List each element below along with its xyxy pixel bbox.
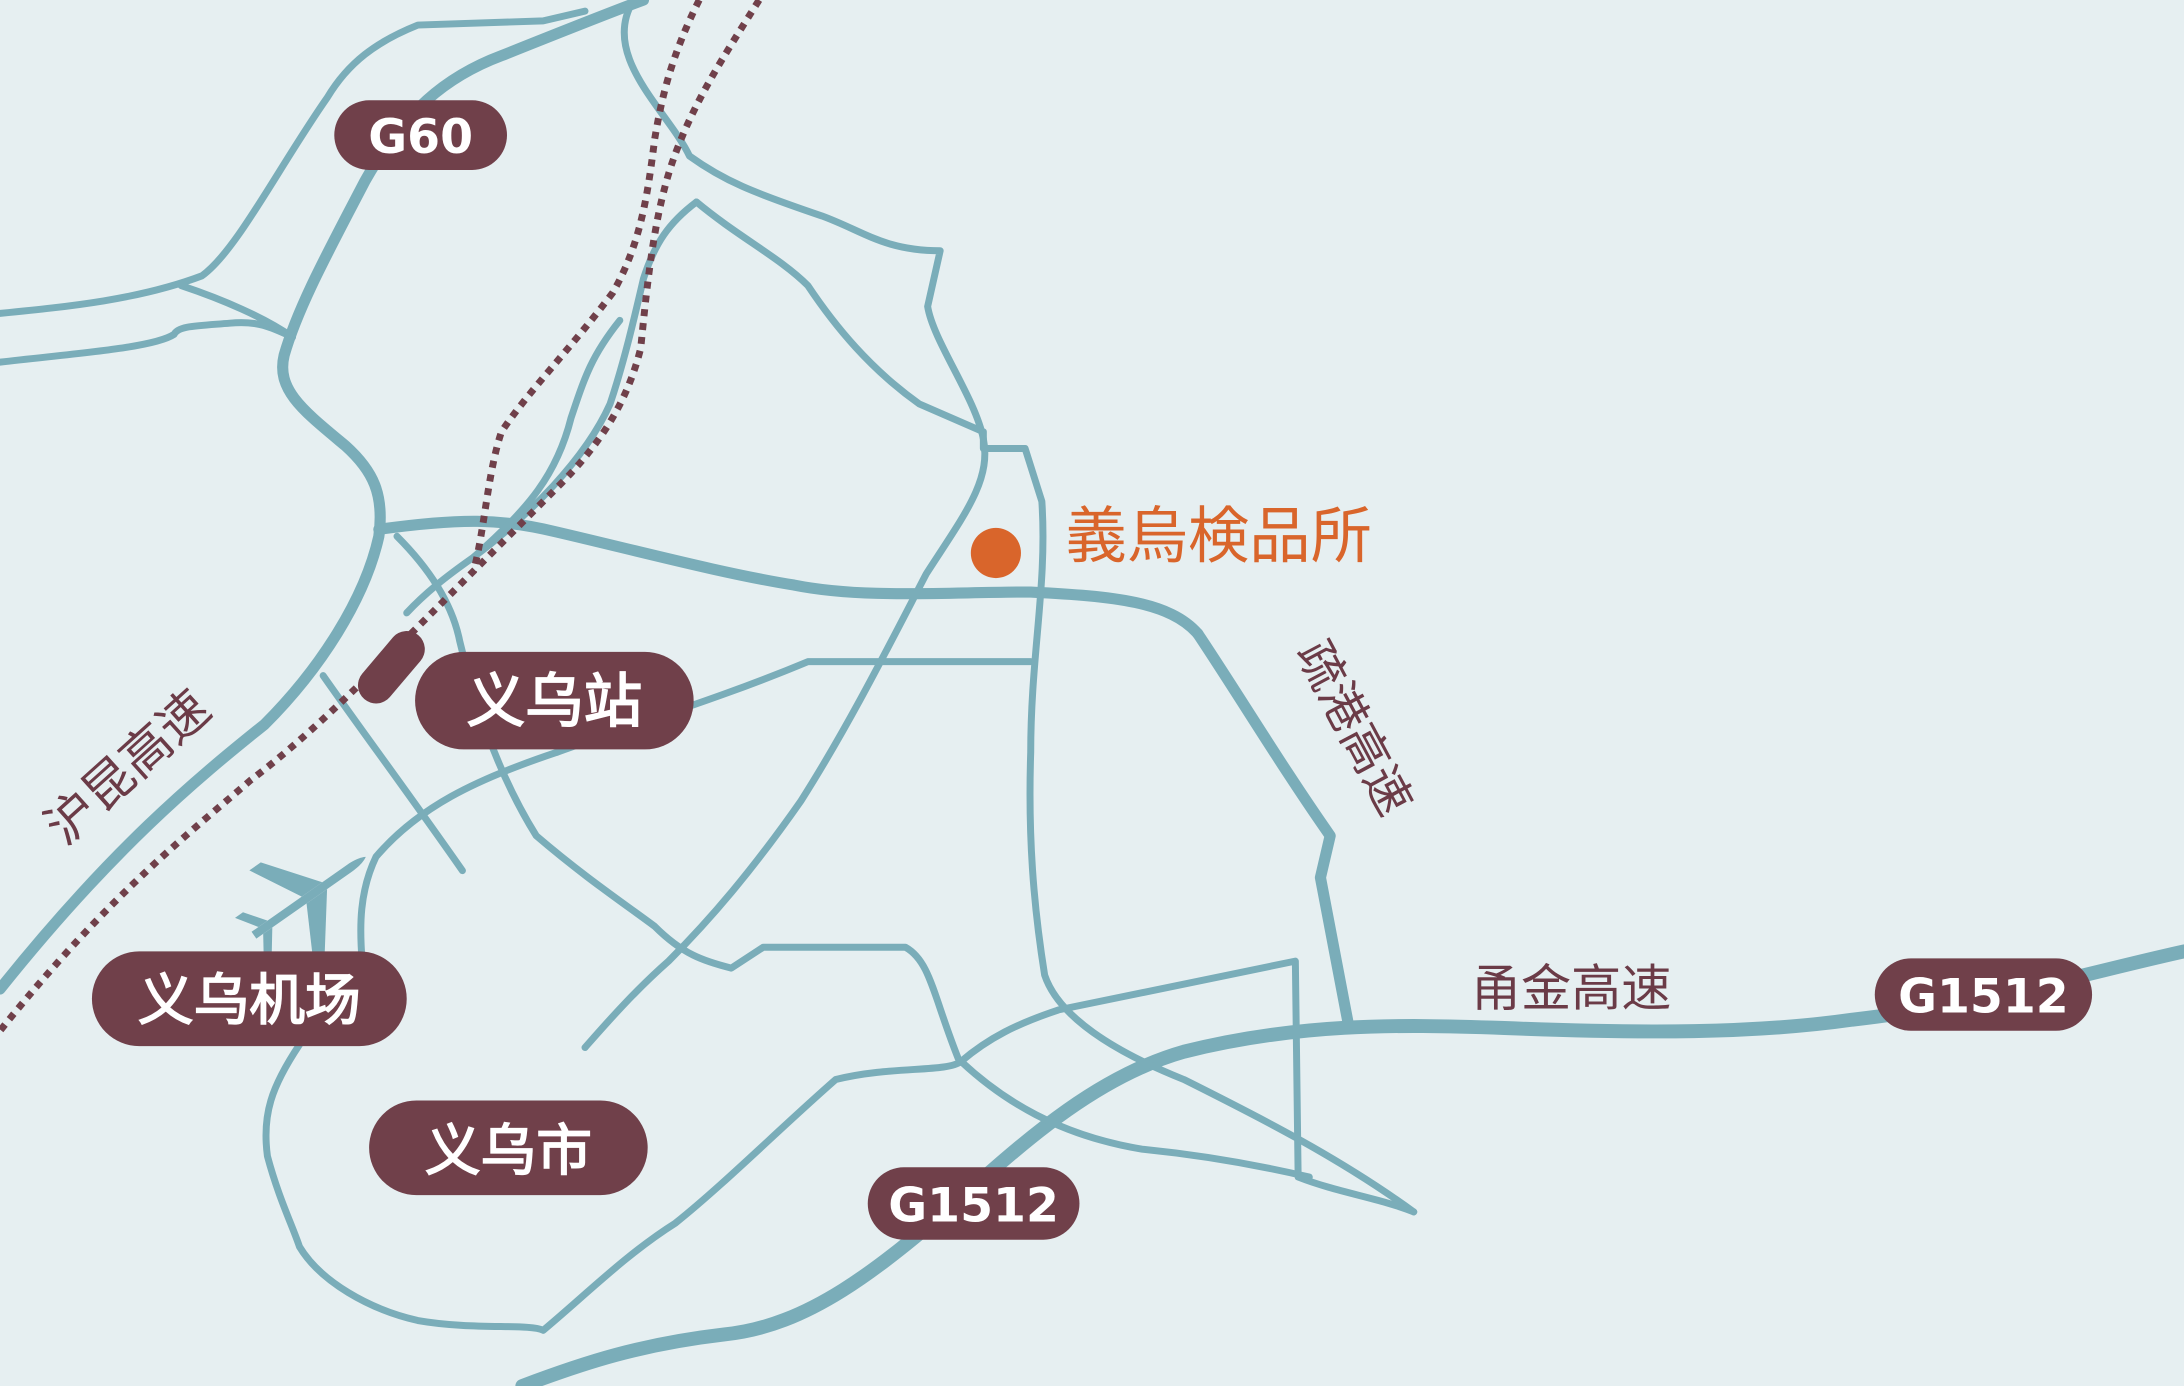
destination-label[interactable]: 義烏検品所 <box>1066 501 1372 572</box>
airplane-icon <box>235 856 366 962</box>
label-yiwu-city[interactable]: 义乌市 <box>369 1100 648 1196</box>
label-yiwu-airport-text: 义乌机场 <box>138 969 361 1034</box>
road-hukun-expressway <box>0 0 650 995</box>
label-g1512-south-text: G1512 <box>888 1179 1059 1234</box>
label-g60: G60 <box>334 100 507 170</box>
label-g1512-east-text: G1512 <box>1898 970 2069 1025</box>
label-g1512-south: G1512 <box>867 1167 1080 1240</box>
location-dot-icon[interactable] <box>970 527 1021 579</box>
road-g1512-expressway <box>515 944 2184 1386</box>
label-g60-text: G60 <box>368 110 473 165</box>
label-yiwu-city-text: 义乌市 <box>425 1119 592 1184</box>
label-g1512-east: G1512 <box>1874 958 2093 1031</box>
railway-line <box>0 0 763 1033</box>
road-shugang-expressway <box>1192 628 1354 1030</box>
label-yiwu-station[interactable]: 义乌站 <box>415 651 694 750</box>
label-yiwu-station-text: 义乌站 <box>467 668 643 736</box>
railway-station-marker <box>357 631 425 704</box>
label-yiwu-airport[interactable]: 义乌机场 <box>91 951 407 1047</box>
road-label-yongjin: 甬金高速 <box>1471 959 1671 1018</box>
